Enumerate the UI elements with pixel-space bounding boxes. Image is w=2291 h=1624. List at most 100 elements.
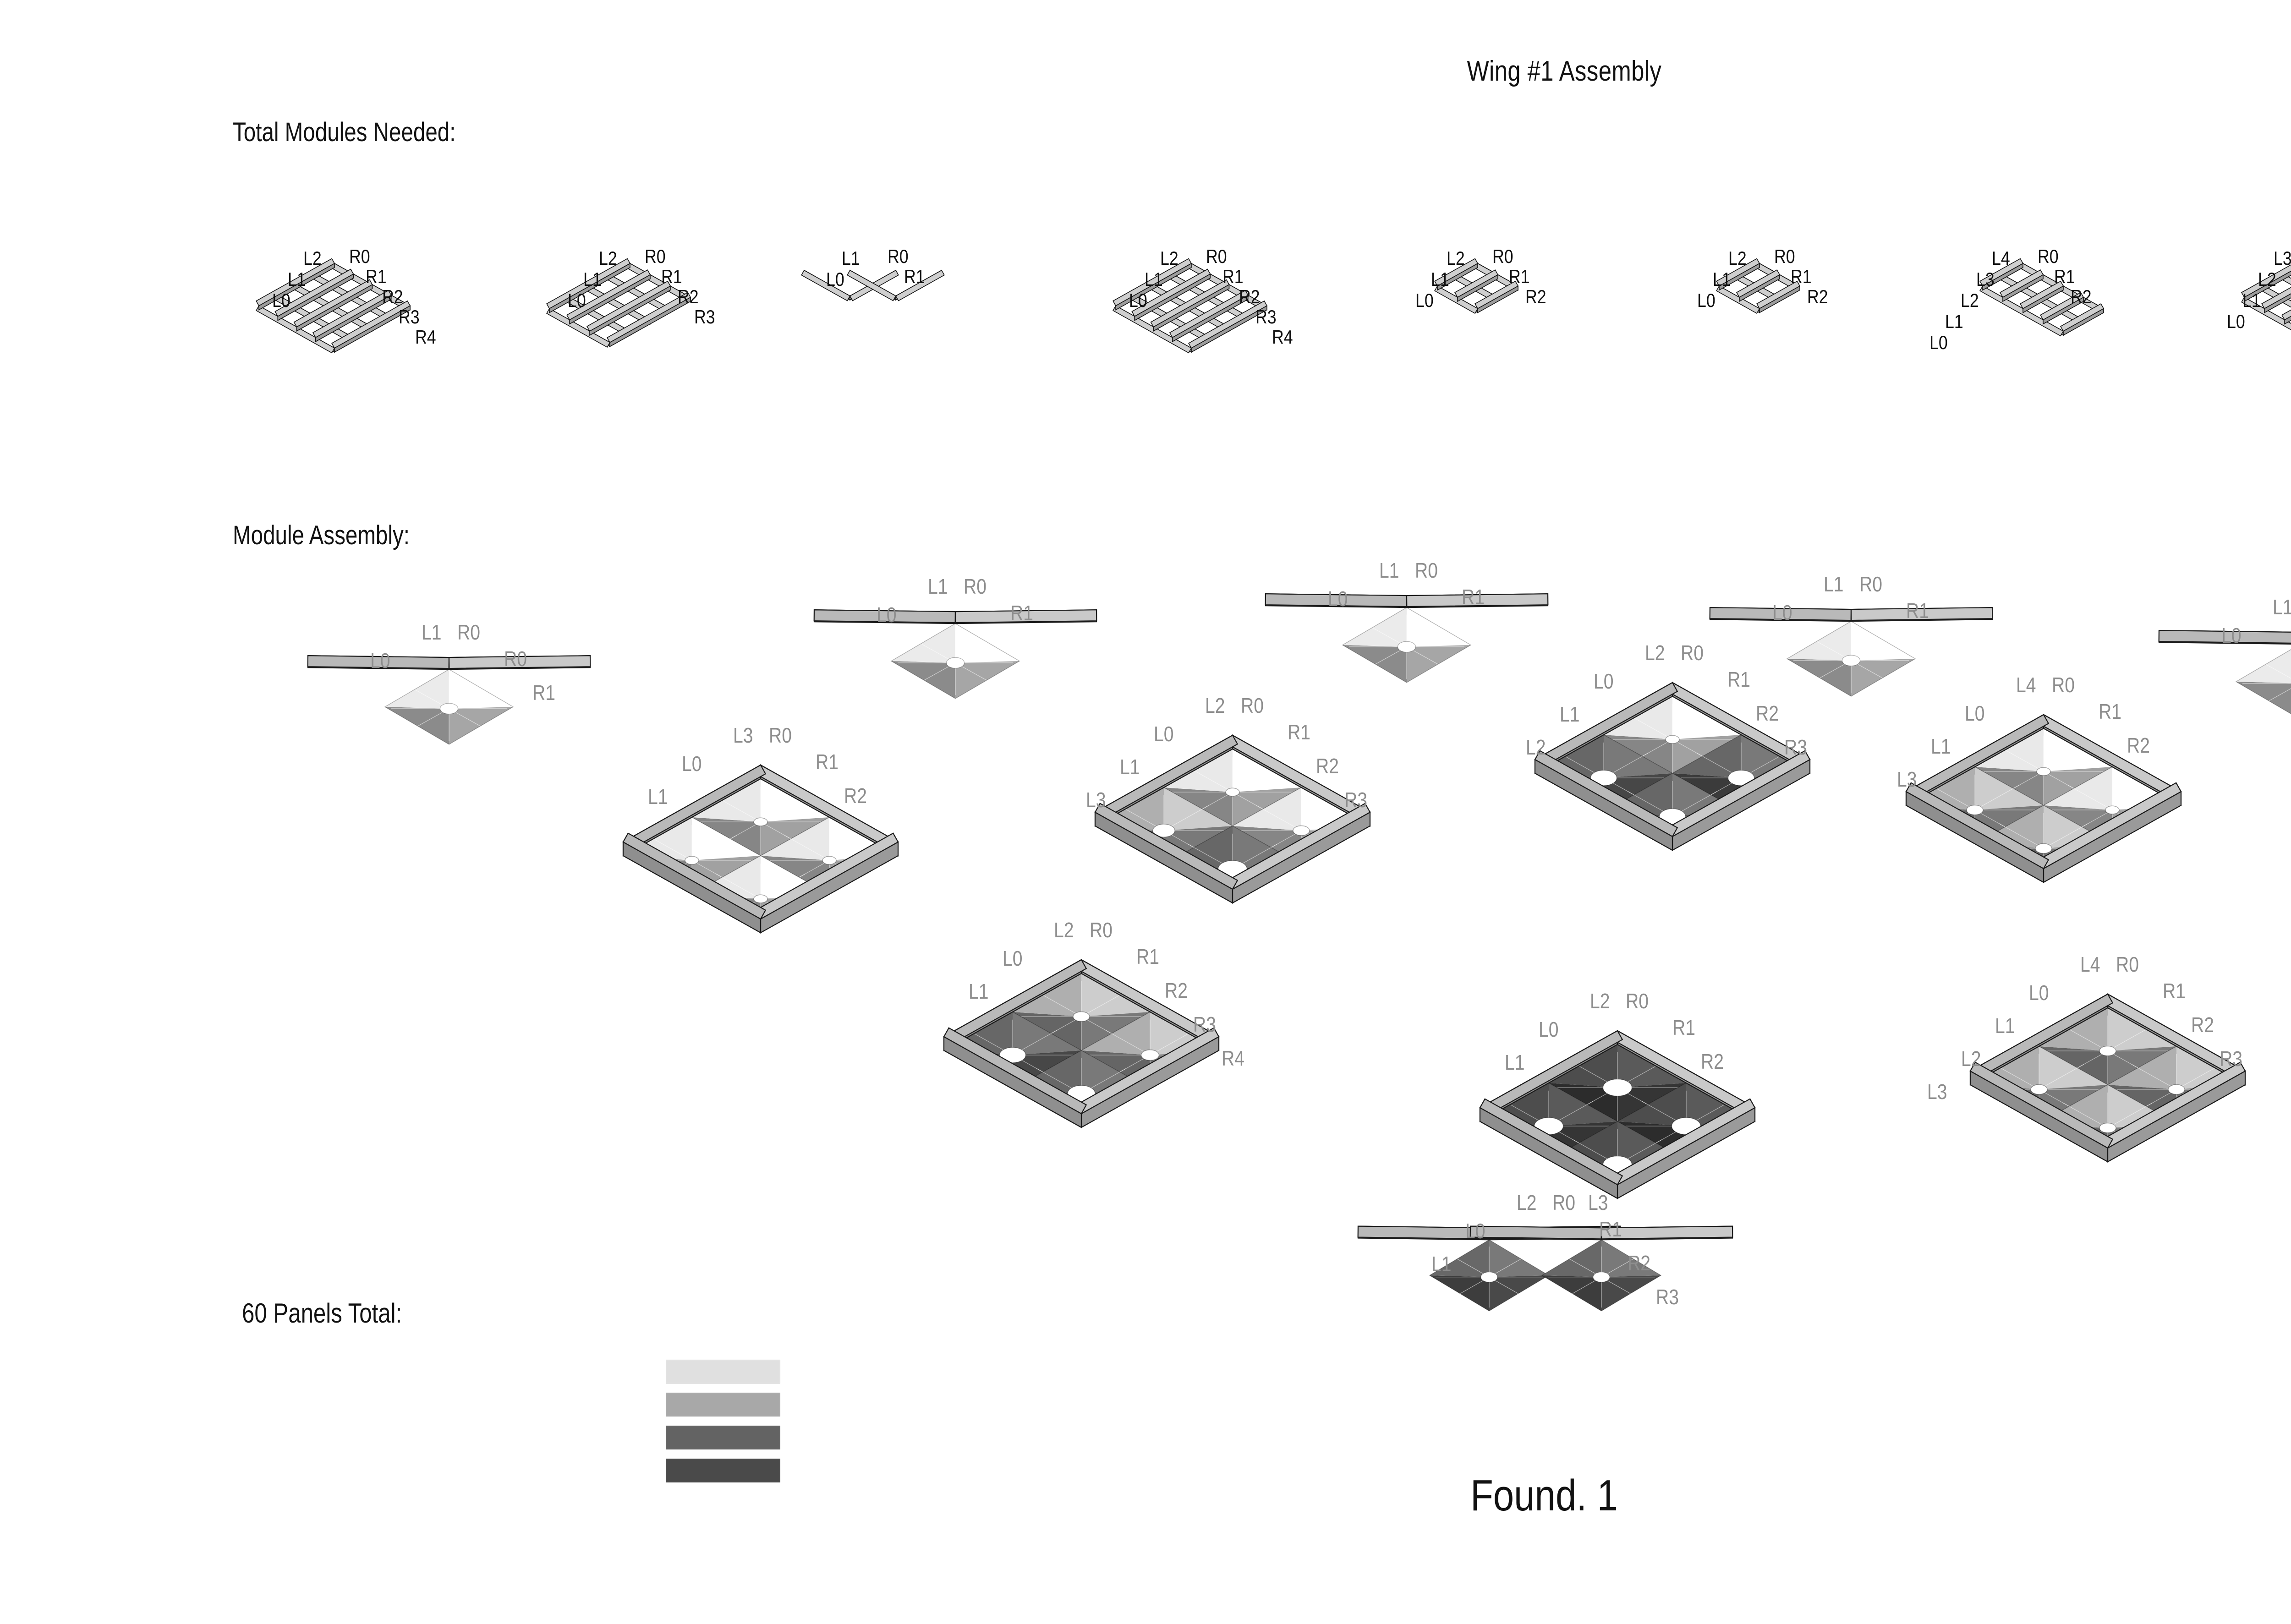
legend-row <box>242 1455 838 1484</box>
catalog-edge-label-left: L0 <box>272 290 290 311</box>
assembly-edge-label-right: R3 <box>1656 1285 1679 1309</box>
assembly-edge-label-right: R1 <box>1599 1217 1622 1241</box>
catalog-edge-label-left: L1 <box>1431 268 1449 290</box>
total-modules-heading: Total Modules Needed: <box>233 117 456 147</box>
legend-row <box>242 1356 838 1385</box>
assembly-edge-label-left: L0 <box>1465 1219 1485 1243</box>
catalog-edge-label-right: R0 <box>888 246 909 267</box>
catalog-edge-label-left: L1 <box>1145 268 1163 290</box>
assembly-edge-label-right: R1 <box>1672 1016 1695 1039</box>
catalog-edge-label-left: L2 <box>1728 247 1747 269</box>
assembly-edge-label-left: L0 <box>370 649 390 673</box>
assembly-apex-label: R0 <box>457 620 480 644</box>
catalog-edge-label-left: L0 <box>2227 311 2245 332</box>
catalog-module-drawing <box>1113 258 1268 354</box>
catalog-edge-label-right: R3 <box>694 306 715 328</box>
assembly-edge-label-right: R2 <box>1165 979 1188 1002</box>
catalog-edge-label-right: R1 <box>2054 266 2075 287</box>
assembly-edge-label-right: R2 <box>2191 1013 2214 1037</box>
assembly-edge-label-left: L0 <box>1328 587 1348 611</box>
assembly-apex-label: R0 <box>769 723 792 747</box>
assembly-edge-label-right: R3 <box>1784 735 1807 759</box>
assembly-edge-label-left: L0 <box>2029 981 2049 1005</box>
assembly-edge-label-right: R2 <box>2127 733 2150 757</box>
assembly-apex-label: R0 <box>1681 641 1704 665</box>
assembly-edge-label-left: L2 <box>1961 1047 1981 1071</box>
assembly-edge-label-left: L1 <box>1431 1252 1452 1276</box>
assembly-module-drawing <box>622 764 899 935</box>
catalog-module-drawing <box>2241 264 2291 330</box>
assembly-edge-label-right: R0 <box>504 647 527 671</box>
assembly-edge-label-left: L1 <box>1995 1014 2015 1038</box>
catalog-edge-label-left: L1 <box>1945 311 1963 332</box>
assembly-edge-label-right: R1 <box>532 681 555 705</box>
legend-color-swatch <box>666 1360 780 1383</box>
assembly-edge-label-right: R1 <box>816 750 839 774</box>
assembly-edge-label-right: R1 <box>1010 601 1033 625</box>
assembly-edge-label-right: R3 <box>1193 1012 1216 1036</box>
catalog-module-drawing <box>801 269 945 301</box>
catalog-edge-label-left: L0 <box>1929 332 1948 353</box>
assembly-edge-label-left: L0 <box>1154 722 1174 746</box>
catalog-edge-label-left: L2 <box>599 247 617 269</box>
assembly-apex-label: L2 <box>1054 918 1074 942</box>
legend-color-swatch <box>666 1426 780 1449</box>
assembly-edge-label-right: R2 <box>844 784 867 808</box>
assembly-apex-label: R0 <box>1415 558 1438 582</box>
assembly-module-drawing <box>943 959 1220 1129</box>
assembly-apex-label: L2 <box>1645 641 1665 665</box>
assembly-edge-label-left: L0 <box>877 603 897 627</box>
catalog-edge-label-right: R1 <box>366 266 387 287</box>
assembly-apex-label: L2 <box>1517 1191 1537 1214</box>
catalog-edge-label-right: R1 <box>904 266 925 287</box>
catalog-edge-label-left: L2 <box>1447 247 1465 269</box>
assembly-edge-label-right: R1 <box>2163 979 2186 1003</box>
catalog-edge-label-right: R2 <box>382 286 403 307</box>
assembly-module-drawing <box>1969 993 2246 1164</box>
assembly-apex-label: R0 <box>1859 572 1882 596</box>
assembly-apex-label: R0 <box>1552 1191 1575 1214</box>
catalog-edge-label-right: R2 <box>678 286 699 307</box>
assembly-edge-label-left: L0 <box>682 752 702 776</box>
catalog-edge-label-right: R2 <box>2071 286 2092 307</box>
assembly-apex-label: L1 <box>2273 595 2291 619</box>
catalog-edge-label-left: L2 <box>2258 268 2276 290</box>
assembly-apex-label: R0 <box>2116 952 2139 976</box>
assembly-edge-label-left: L0 <box>2221 623 2242 647</box>
assembly-apex-label: L4 <box>2016 673 2036 697</box>
assembly-module-drawing <box>1479 1030 1756 1200</box>
assembly-apex-label: R0 <box>2052 673 2075 697</box>
foundation-caption: Found. 1 <box>1470 1471 1618 1520</box>
catalog-module-drawing <box>546 258 691 348</box>
assembly-edge-label-left: L0 <box>1003 946 1023 970</box>
assembly-edge-label-left: L3 <box>1927 1080 1947 1104</box>
assembly-apex-label: L4 <box>2080 952 2100 976</box>
catalog-edge-label-left: L3 <box>1976 268 1995 290</box>
assembly-apex-label: L1 <box>422 620 442 644</box>
catalog-edge-label-left: L2 <box>1961 290 1979 311</box>
assembly-edge-label-left: L2 <box>1526 735 1546 759</box>
assembly-edge-label-right: R1 <box>1906 599 1929 623</box>
assembly-module-drawing <box>2158 630 2291 715</box>
assembly-apex-label: L1 <box>1379 558 1399 582</box>
assembly-edge-label-right: R1 <box>1462 585 1485 609</box>
catalog-edge-label-right: R0 <box>2038 246 2059 267</box>
catalog-module-h: L0L1L2L3R0R1R2 <box>2167 174 2291 366</box>
legend-row <box>242 1422 838 1451</box>
catalog-edge-label-left: L1 <box>288 268 306 290</box>
assembly-edge-label-right: R2 <box>1701 1050 1724 1073</box>
